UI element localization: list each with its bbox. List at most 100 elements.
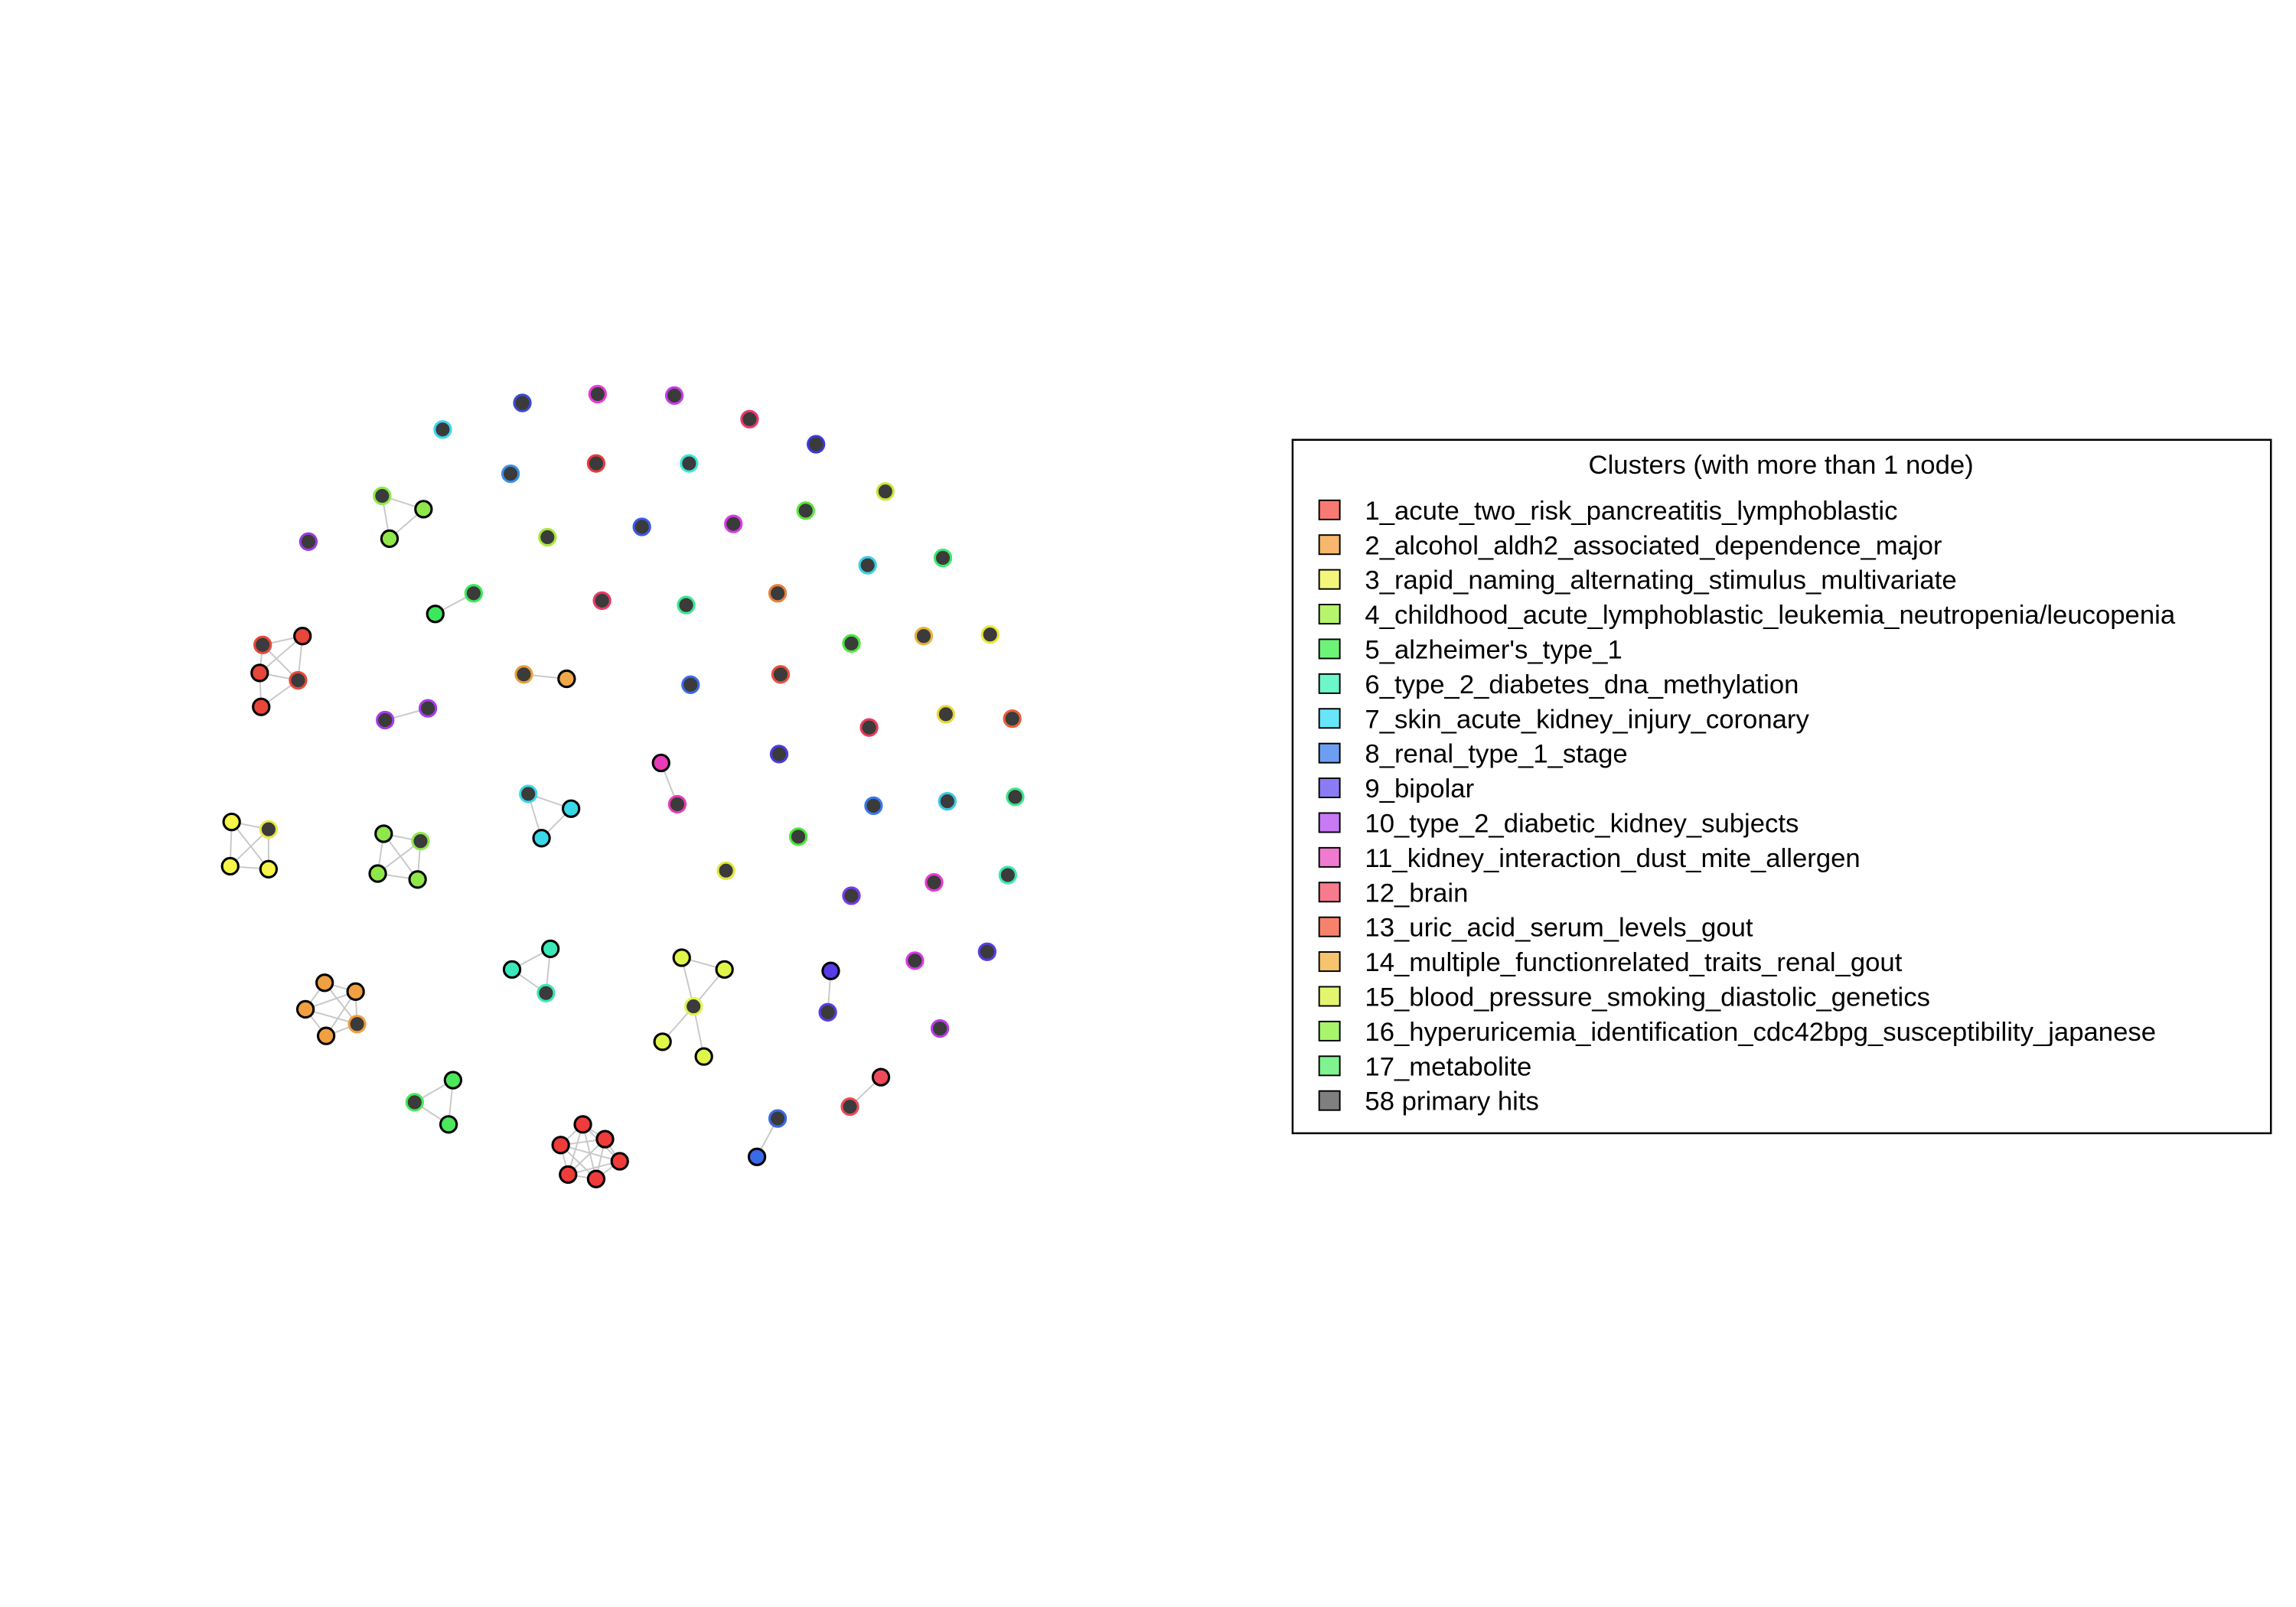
network-node bbox=[414, 500, 433, 519]
network-node bbox=[740, 409, 759, 429]
legend-label: 14_multiple_functionrelated_traits_renal… bbox=[1365, 948, 1902, 977]
network-node bbox=[222, 812, 241, 832]
network-node bbox=[347, 1015, 367, 1034]
network-node bbox=[788, 827, 808, 846]
network-node bbox=[716, 861, 735, 880]
network-node bbox=[667, 794, 687, 814]
network-node bbox=[858, 556, 877, 575]
network-node bbox=[677, 595, 696, 614]
legend-swatch bbox=[1318, 534, 1341, 556]
network-node bbox=[374, 824, 393, 843]
network-node bbox=[426, 605, 445, 624]
network-node bbox=[250, 663, 269, 683]
legend-swatch bbox=[1318, 951, 1341, 973]
legend-label: 4_childhood_acute_lymphoblastic_leukemia… bbox=[1365, 601, 2175, 630]
legend-label: 10_type_2_diabetic_kidney_subjects bbox=[1365, 810, 1799, 839]
network-node bbox=[980, 625, 1000, 644]
network-node bbox=[933, 548, 953, 568]
network-node bbox=[842, 634, 861, 653]
network-node bbox=[501, 464, 520, 484]
legend-swatch bbox=[1318, 604, 1341, 625]
network-edge bbox=[582, 1124, 597, 1179]
network-node bbox=[439, 1115, 458, 1134]
legend: Clusters (with more than 1 node) 1_acute… bbox=[1291, 438, 2272, 1135]
network-node bbox=[561, 799, 581, 818]
legend-swatch bbox=[1318, 777, 1341, 799]
network-node bbox=[541, 939, 560, 959]
network-node bbox=[871, 1068, 891, 1087]
legend-swatch bbox=[1318, 916, 1341, 937]
network-node bbox=[551, 1136, 570, 1155]
network-node bbox=[502, 960, 522, 980]
network-node bbox=[768, 1109, 788, 1128]
network-node bbox=[464, 584, 484, 603]
legend-swatch bbox=[1318, 1020, 1341, 1041]
network-node bbox=[220, 856, 240, 876]
legend-swatch bbox=[1318, 569, 1341, 590]
network-node bbox=[1006, 787, 1025, 807]
network-node bbox=[595, 1129, 615, 1149]
network-node bbox=[346, 982, 365, 1001]
network-edge bbox=[230, 821, 269, 870]
legend-swatch bbox=[1318, 846, 1341, 868]
network-node bbox=[376, 710, 395, 730]
network-node bbox=[936, 705, 956, 724]
network-node bbox=[259, 859, 279, 878]
network-node bbox=[573, 1115, 592, 1134]
legend-swatch bbox=[1318, 1090, 1341, 1111]
network-node bbox=[557, 669, 576, 689]
network-node bbox=[373, 486, 392, 506]
network-node bbox=[771, 665, 791, 684]
network-node bbox=[684, 996, 703, 1016]
network-node bbox=[293, 627, 312, 646]
legend-label: 17_metabolite bbox=[1365, 1052, 1531, 1081]
network-node bbox=[807, 435, 826, 454]
network-node bbox=[715, 960, 734, 980]
legend-label: 58 primary hits bbox=[1365, 1087, 1538, 1116]
network-nodes bbox=[220, 384, 1025, 1188]
network-node bbox=[864, 796, 883, 816]
network-node bbox=[532, 829, 551, 848]
network-node bbox=[259, 820, 279, 839]
legend-label: 1_acute_two_risk_pancreatitis_lymphoblas… bbox=[1365, 497, 1897, 526]
network-node bbox=[380, 529, 400, 549]
network-node bbox=[316, 1026, 336, 1045]
network-node bbox=[694, 1047, 713, 1066]
legend-swatch bbox=[1318, 742, 1341, 764]
network-node bbox=[514, 665, 533, 684]
network-node bbox=[769, 745, 789, 764]
network-node bbox=[289, 670, 308, 690]
network-node bbox=[1003, 709, 1022, 729]
network-node bbox=[405, 1093, 424, 1112]
network-node bbox=[298, 532, 318, 551]
network-edge bbox=[259, 635, 303, 674]
legend-label: 2_alcohol_aldh2_associated_dependence_ma… bbox=[1365, 531, 1942, 560]
network-node bbox=[747, 1147, 767, 1166]
legend-label: 3_rapid_naming_alternating_stimulus_mult… bbox=[1365, 566, 1956, 595]
legend-box bbox=[1291, 438, 2272, 1135]
legend-label: 15_blood_pressure_smoking_diastolic_gene… bbox=[1365, 983, 1930, 1012]
network-node bbox=[632, 517, 651, 536]
legend-swatch bbox=[1318, 708, 1341, 729]
legend-label: 12_brain bbox=[1365, 878, 1468, 908]
network-node bbox=[295, 999, 315, 1019]
network-node bbox=[368, 864, 387, 883]
legend-title: Clusters (with more than 1 node) bbox=[1589, 451, 1974, 480]
network-node bbox=[519, 784, 538, 804]
network-node bbox=[925, 873, 944, 892]
network-node bbox=[411, 832, 430, 851]
network-node bbox=[252, 697, 271, 716]
network-node bbox=[768, 584, 788, 603]
network-node bbox=[842, 886, 861, 905]
network-node bbox=[905, 951, 925, 970]
network-node bbox=[680, 454, 699, 473]
network-node bbox=[840, 1097, 859, 1116]
legend-label: 9_bipolar bbox=[1365, 774, 1474, 804]
legend-items: 1_acute_two_risk_pancreatitis_lymphoblas… bbox=[1318, 497, 2176, 1116]
network-node bbox=[821, 961, 840, 980]
legend-swatch bbox=[1318, 673, 1341, 694]
network-node bbox=[914, 627, 934, 646]
network-node bbox=[536, 983, 556, 1002]
legend-swatch bbox=[1318, 1055, 1341, 1077]
network-node bbox=[586, 454, 606, 473]
